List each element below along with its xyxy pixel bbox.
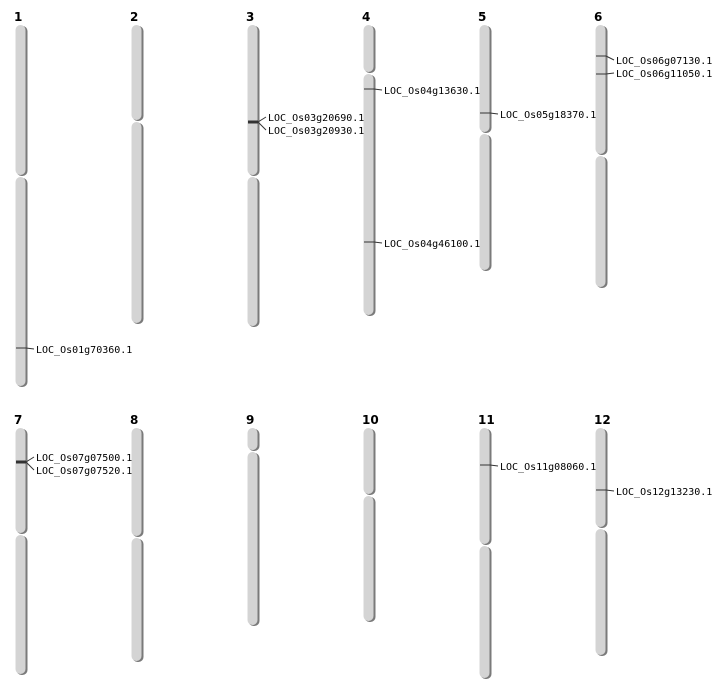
chromosome-short-arm xyxy=(131,25,142,120)
chromosome-long-arm xyxy=(15,535,26,674)
chromosome-long-arm xyxy=(15,177,26,386)
gene-leader-line xyxy=(605,72,615,75)
gene-label: LOC_Os05g18370.1 xyxy=(500,110,596,121)
chromosome-9: 9 xyxy=(246,413,260,626)
chromosome-long-arm xyxy=(247,452,258,625)
chromosome-short-arm xyxy=(15,428,26,533)
chromosome-long-arm xyxy=(479,546,490,678)
chromosome-short-arm xyxy=(479,25,490,132)
gene-label: LOC_Os06g11050.1 xyxy=(616,69,712,80)
chromosome-number: 10 xyxy=(362,413,379,427)
gene-label: LOC_Os03g20690.1 xyxy=(268,113,364,124)
chromosome-short-arm xyxy=(247,25,258,175)
chromosome-long-arm xyxy=(363,74,374,315)
gene-leader-line xyxy=(489,112,499,115)
gene-leader-line xyxy=(605,55,615,61)
chromosome-short-arm xyxy=(247,428,258,450)
gene-leader-line xyxy=(373,88,383,91)
gene-label: LOC_Os04g13630.1 xyxy=(384,86,480,97)
chromosome-number: 12 xyxy=(594,413,611,427)
gene-label: LOC_Os03g20930.1 xyxy=(268,126,364,137)
gene-label: LOC_Os04g46100.1 xyxy=(384,239,480,250)
gene-label: LOC_Os07g07500.1 xyxy=(36,453,132,464)
gene-leader-line xyxy=(25,347,35,350)
chromosome-number: 1 xyxy=(14,10,22,24)
chromosome-number: 2 xyxy=(130,10,138,24)
gene-leader-line xyxy=(489,464,499,467)
chromosome-number: 11 xyxy=(478,413,495,427)
gene-leader-line xyxy=(605,489,615,492)
chromosome-long-arm xyxy=(247,177,258,326)
chromosome-short-arm xyxy=(131,428,142,536)
chromosome-short-arm xyxy=(595,428,606,527)
chromosome-number: 4 xyxy=(362,10,370,24)
gene-label: LOC_Os06g07130.1 xyxy=(616,56,712,67)
chromosome-long-arm xyxy=(479,134,490,270)
chromosome-number: 3 xyxy=(246,10,254,24)
chromosome-number: 5 xyxy=(478,10,486,24)
chromosome-8: 8 xyxy=(130,413,144,662)
gene-leader-line xyxy=(25,461,35,471)
gene-leader-line xyxy=(257,116,267,123)
chromosome-short-arm xyxy=(363,428,374,494)
chromosome-number: 6 xyxy=(594,10,602,24)
chromosome-long-arm xyxy=(595,529,606,655)
chromosome-number: 8 xyxy=(130,413,138,427)
chromosome-long-arm xyxy=(131,122,142,323)
gene-leader-line xyxy=(25,456,35,463)
gene-label: LOC_Os07g07520.1 xyxy=(36,466,132,477)
chromosome-short-arm xyxy=(479,428,490,544)
gene-label: LOC_Os12g13230.1 xyxy=(616,487,712,498)
chromosome-long-arm xyxy=(595,156,606,287)
chromosome-number: 7 xyxy=(14,413,22,427)
gene-label: LOC_Os11g08060.1 xyxy=(500,462,596,473)
chromosome-long-arm xyxy=(363,496,374,621)
gene-leader-line xyxy=(257,121,267,131)
gene-leader-line xyxy=(373,241,383,244)
chromosome-short-arm xyxy=(595,25,606,154)
chromosome-long-arm xyxy=(131,538,142,661)
chromosome-number: 9 xyxy=(246,413,254,427)
gene-label: LOC_Os01g70360.1 xyxy=(36,345,132,356)
chromosome-2: 2 xyxy=(130,10,144,324)
chromosome-10: 10 xyxy=(362,413,379,622)
chromosome-short-arm xyxy=(15,25,26,175)
chromosome-short-arm xyxy=(363,25,374,72)
